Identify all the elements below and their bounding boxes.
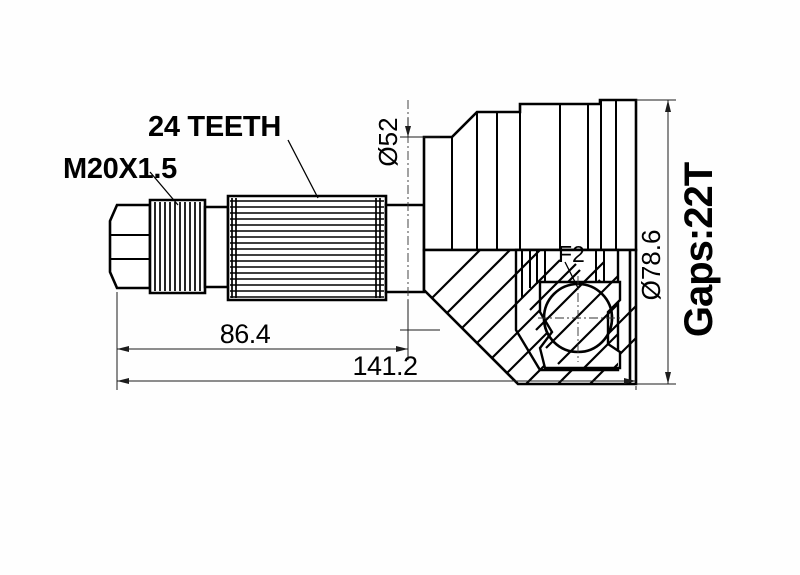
ball-cage-hatching xyxy=(529,261,618,370)
threaded-section xyxy=(148,198,207,295)
ball-cage-label: F2 xyxy=(558,241,585,267)
spline-end-marks xyxy=(231,198,381,298)
thread-hatching xyxy=(154,202,201,291)
boot-bellows xyxy=(422,98,638,252)
teeth-note-label: 24 TEETH xyxy=(148,111,281,143)
gaps-note-label: Gaps:22T xyxy=(677,162,721,337)
plain-shaft-section xyxy=(203,205,230,289)
leader-m20 xyxy=(149,171,179,206)
housing-cutaway xyxy=(422,248,638,386)
dimension-86-4: 86.4 xyxy=(116,292,409,360)
dimension-dia-52: Ø52 xyxy=(373,117,440,331)
leader-f2 xyxy=(564,261,579,289)
dimension-141-2-label: 141.2 xyxy=(352,351,417,381)
ball-cage-assembly xyxy=(529,261,622,370)
shaft-neck xyxy=(384,203,426,294)
leader-lines xyxy=(149,139,579,289)
spline-teeth-hatching xyxy=(230,200,384,298)
boot-ridges xyxy=(451,100,617,250)
thread-spec-label: M20X1.5 xyxy=(63,153,177,185)
hex-nut-end xyxy=(108,203,152,290)
dimension-dia-52-label: Ø52 xyxy=(373,117,403,166)
dimension-86-4-label: 86.4 xyxy=(220,319,271,349)
splined-shaft-section xyxy=(226,194,388,302)
dimension-141-2: 141.2 xyxy=(116,292,637,390)
dimension-dia-78-6: Ø78.6 xyxy=(636,99,676,385)
dimension-dia-78-6-label: Ø78.6 xyxy=(636,230,666,301)
leader-24-teeth xyxy=(287,139,319,199)
